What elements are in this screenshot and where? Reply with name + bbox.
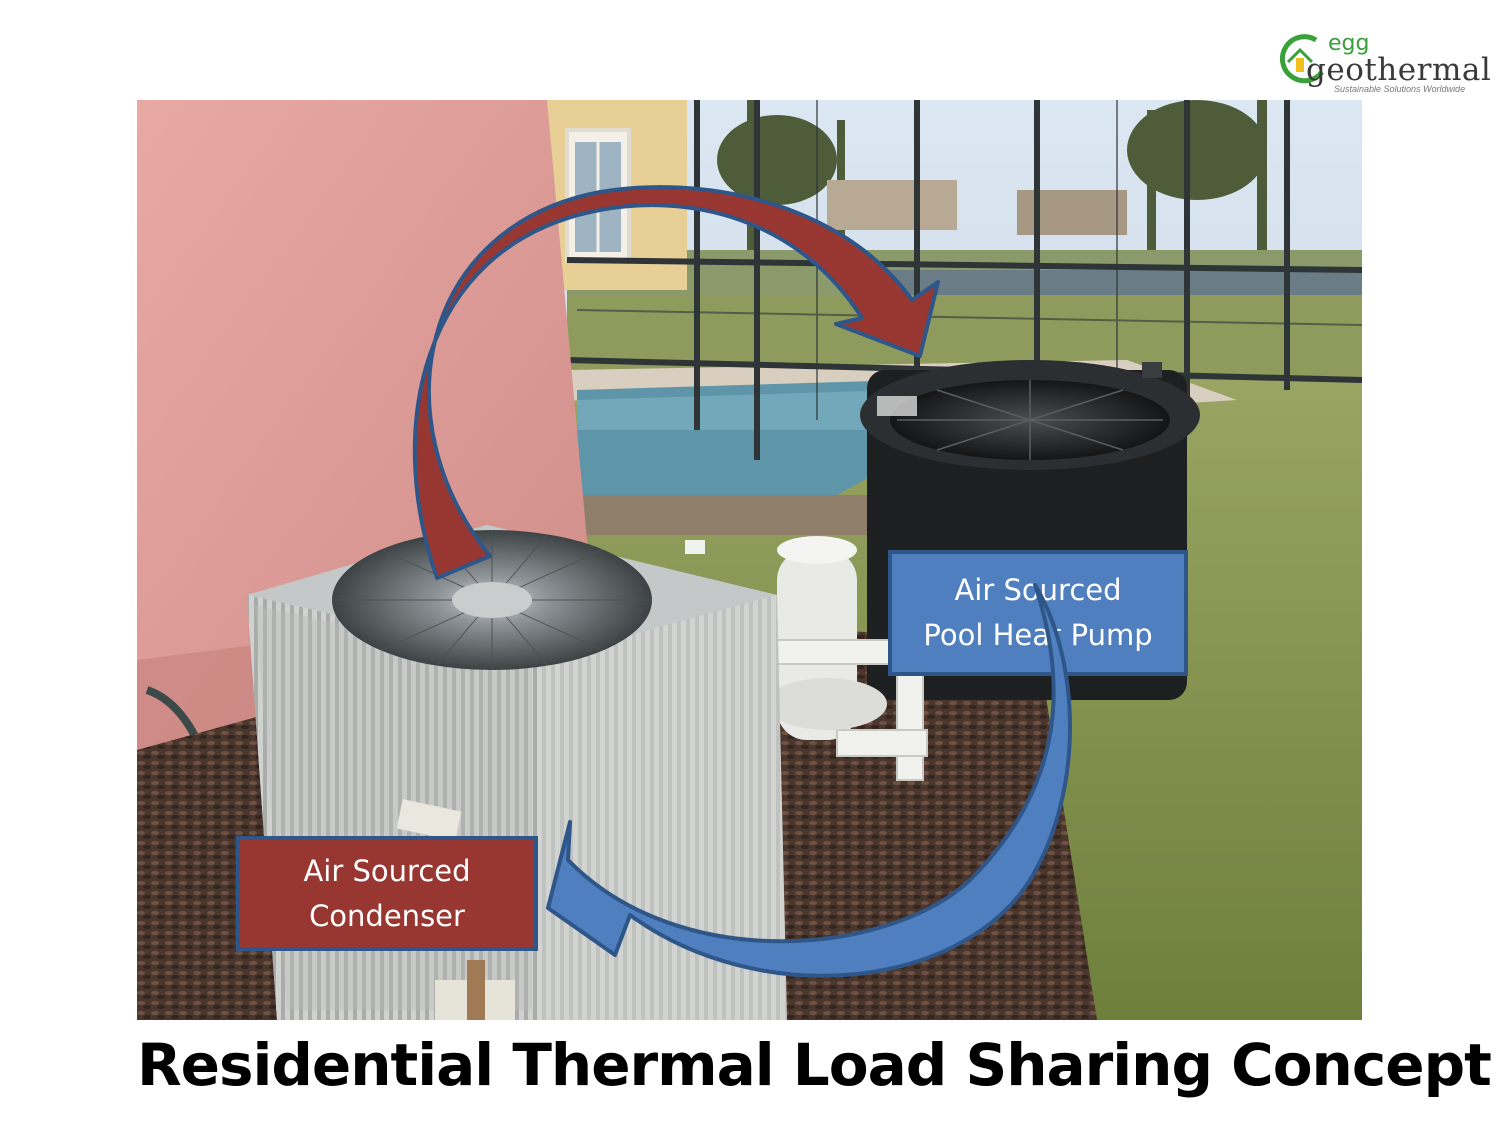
condenser-label: Air Sourced Condenser: [236, 836, 538, 951]
slide-caption: Residential Thermal Load Sharing Concept: [137, 1031, 1492, 1099]
condenser-label-line-1: Air Sourced: [303, 853, 471, 888]
pool-heat-pump-label: Air Sourced Pool Heat Pump: [888, 550, 1188, 676]
logo-tagline: Sustainable Solutions Worldwide: [1334, 84, 1466, 94]
logo-brand-top: egg: [1328, 31, 1370, 56]
condenser-label-line-2: Condenser: [309, 898, 465, 933]
pool-heat-pump-label-line-2: Pool Heat Pump: [923, 618, 1153, 652]
pool-heat-pump-label-line-1: Air Sourced: [954, 573, 1122, 607]
logo-brand-main: geothermal: [1306, 52, 1492, 88]
leaf-house-logo-icon: [1279, 34, 1324, 84]
